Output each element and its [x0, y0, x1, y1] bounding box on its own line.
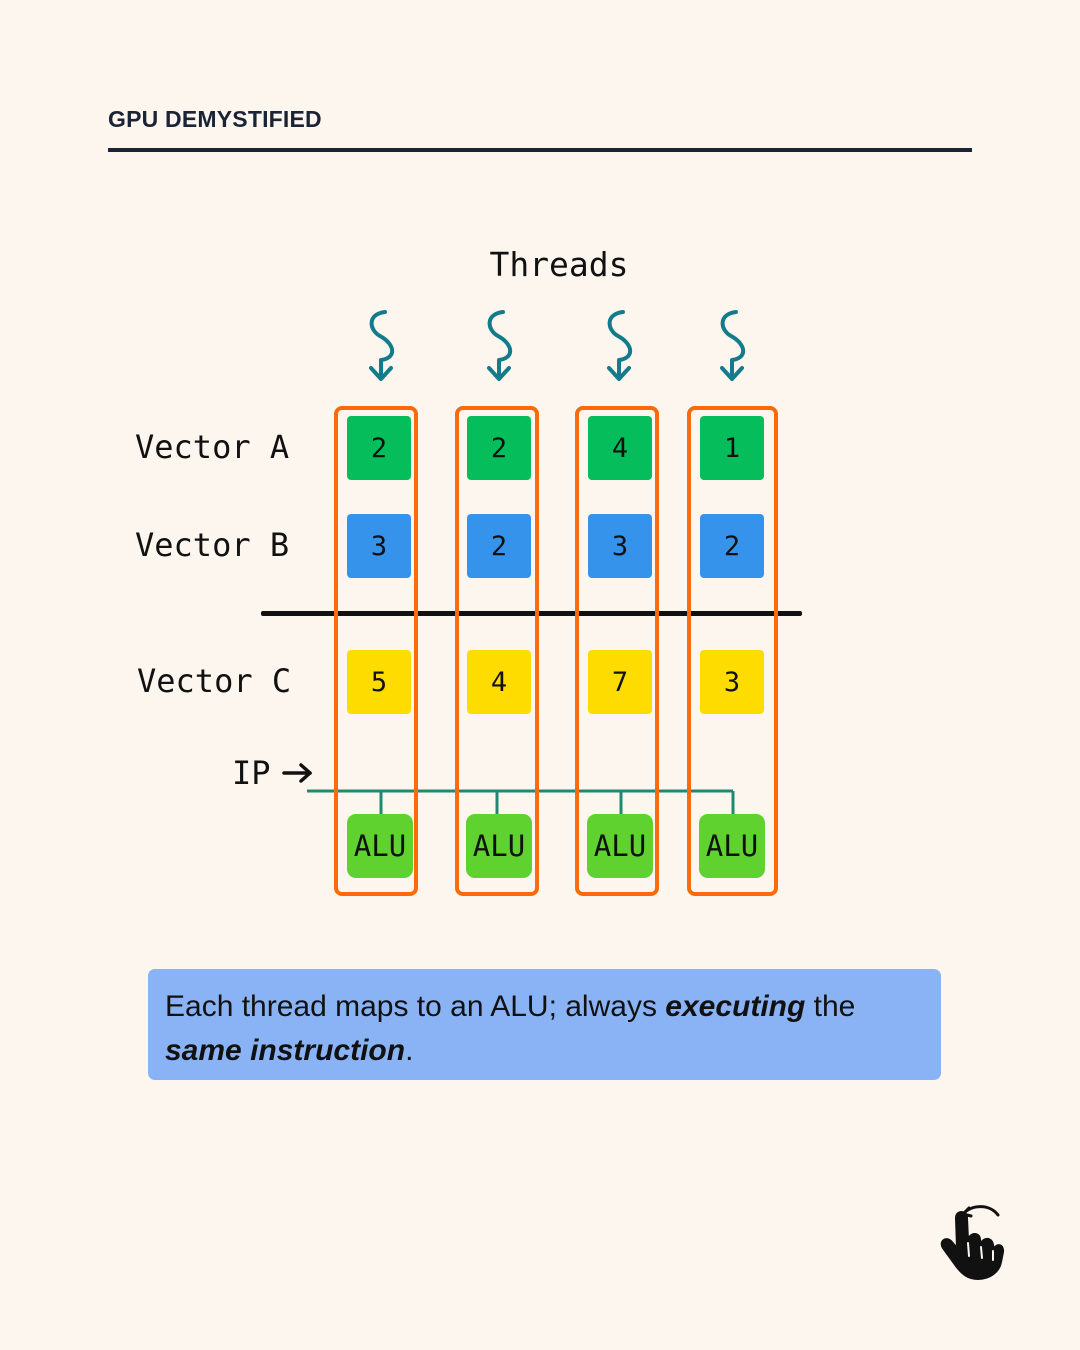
thread-arrow-icon [607, 310, 633, 381]
caption-emphasis: same instruction [165, 1034, 406, 1067]
vector-b-cell: 3 [588, 514, 652, 578]
vector-a-cell: 1 [700, 416, 764, 480]
section-title: GPU DEMYSTIFIED [108, 106, 322, 132]
thread-arrow-icon [487, 310, 513, 381]
thread-arrow-icon [369, 310, 395, 381]
vector-c-cell: 5 [347, 650, 411, 714]
caption-text: the [805, 990, 856, 1023]
caption-text: Each thread maps to an ALU; always [165, 990, 666, 1023]
thread-lane [455, 406, 539, 896]
vector-b-cell: 3 [347, 514, 411, 578]
vector-a-cell: 2 [467, 416, 531, 480]
caption-emphasis: executing [665, 990, 806, 1023]
vector-b-label: Vector B [135, 526, 290, 564]
vector-a-cell: 4 [588, 416, 652, 480]
threads-title: Threads [489, 245, 629, 284]
vector-b-cell: 2 [467, 514, 531, 578]
right-arrow-icon [282, 763, 312, 783]
vector-c-cell: 4 [467, 650, 531, 714]
thread-lane [687, 406, 778, 896]
vector-a-cell: 2 [347, 416, 411, 480]
alu-unit: ALU [699, 814, 765, 878]
alu-unit: ALU [347, 814, 413, 878]
thread-arrow-icon [720, 310, 746, 381]
vector-c-cell: 3 [700, 650, 764, 714]
vector-c-label: Vector C [137, 662, 292, 700]
alu-unit: ALU [466, 814, 532, 878]
caption-box: Each thread maps to an ALU; always execu… [148, 969, 941, 1080]
ip-label: IP [232, 754, 271, 792]
caption-text: . [405, 1034, 414, 1067]
vector-b-cell: 2 [700, 514, 764, 578]
vector-c-cell: 7 [588, 650, 652, 714]
thread-lane [575, 406, 659, 896]
vector-a-label: Vector A [135, 428, 290, 466]
header-divider [108, 148, 972, 152]
sum-divider [261, 611, 802, 616]
thread-lane [334, 406, 418, 896]
alu-unit: ALU [587, 814, 653, 878]
